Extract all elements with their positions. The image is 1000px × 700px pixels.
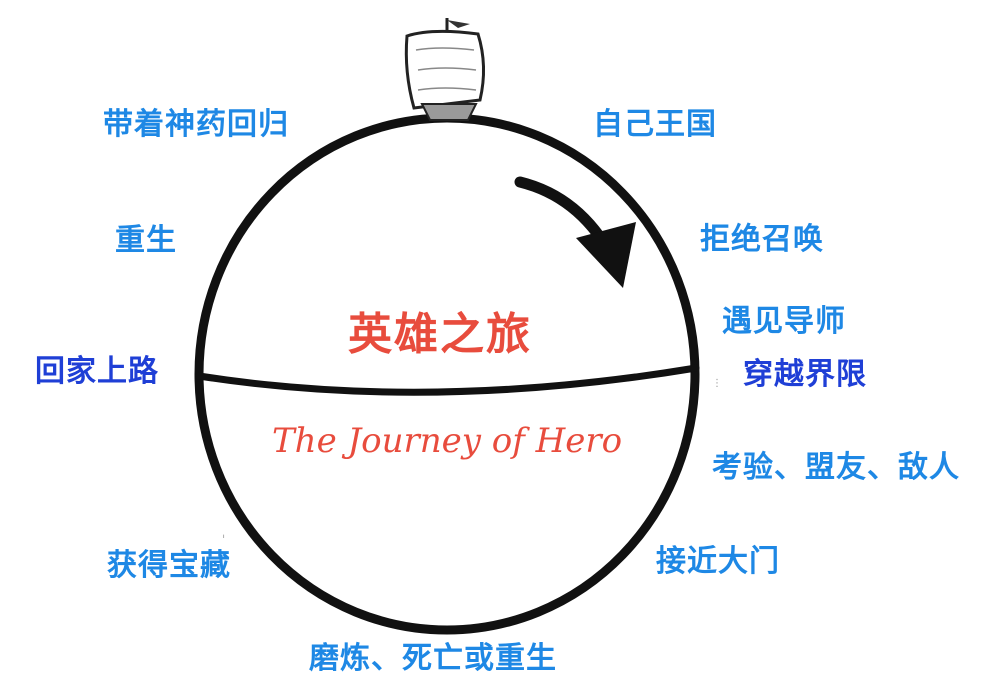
direction-arrow-icon [520,182,636,288]
stage-meeting-mentor: 遇见导师 [722,307,846,337]
stage-crossing-threshold: 穿越界限 [743,360,867,390]
stage-resurrection: 重生 [115,226,177,256]
stage-ordeal: 磨炼、死亡或重生 [309,644,557,674]
ship-icon [406,18,483,120]
diagram-subtitle: The Journey of Hero [272,424,622,458]
stage-approach: 接近大门 [656,547,780,577]
stage-tests-allies-enemies: 考验、盟友、敌人 [712,453,960,483]
stage-refusal-of-call: 拒绝召唤 [700,225,824,255]
stage-road-back: 回家上路 [35,357,159,387]
stray-mark: ˌ [222,525,225,539]
stage-return-with-elixir: 带着神药回归 [103,110,289,140]
stray-mark: ⋮ [712,378,722,389]
diagram-title: 英雄之旅 [348,313,532,357]
journey-circle [199,118,695,630]
horizon-line [199,368,696,392]
stage-reward: 获得宝藏 [107,551,231,581]
stage-ordinary-world: 自己王国 [593,110,717,140]
